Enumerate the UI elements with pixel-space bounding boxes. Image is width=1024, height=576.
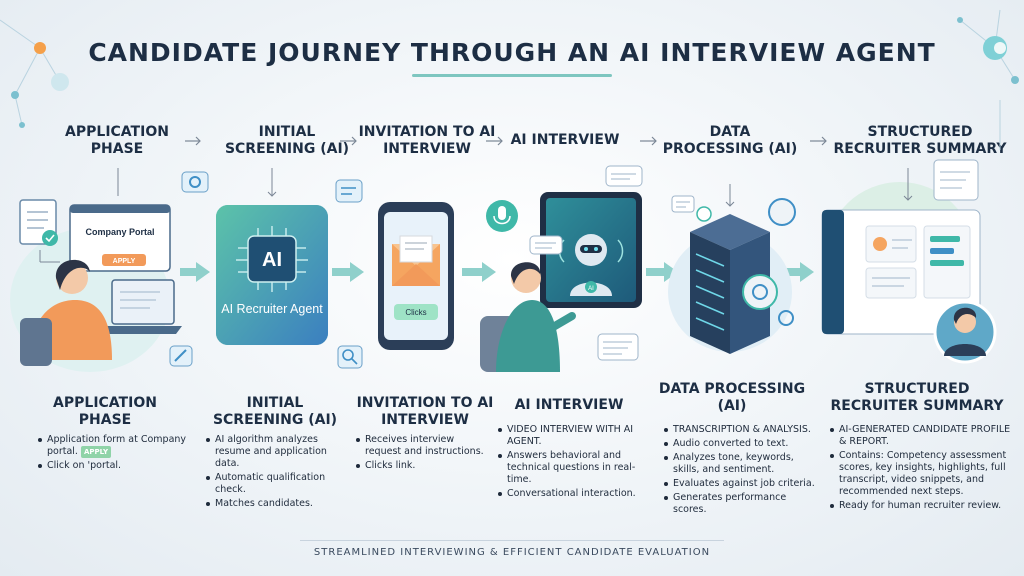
bullet-item: TRANSCRIPTION & ANALYSIS. [664, 424, 816, 436]
stage-head-data-processing: DATA PROCESSING (AI) [662, 124, 798, 157]
clicks-button [394, 304, 438, 320]
bullet-item: Matches candidates. [206, 498, 346, 510]
check-icon [42, 230, 58, 246]
bullet-item: Click on 'portal. [38, 460, 188, 472]
doc-bubble [671, 195, 695, 213]
chat-icon [335, 179, 363, 203]
brain-icon [768, 198, 796, 226]
bullet-item: Receives interview request and instructi… [356, 434, 486, 458]
stage-title-invitation: INVITATION TO AI INTERVIEW [356, 395, 494, 428]
apply-button [102, 254, 146, 266]
stage-title-summary: STRUCTURED RECRUITER SUMMARY [830, 381, 1004, 414]
speech-bubble-left [529, 235, 563, 255]
stage-title-screening: INITIAL SCREENING (AI) [212, 395, 338, 428]
bullet-item: Answers behavioral and technical questio… [498, 450, 646, 486]
apply-tag: APPLY [80, 446, 112, 458]
speech-bubble-top [605, 165, 643, 187]
bullet-item: Conversational interaction. [498, 488, 646, 500]
bullet-item: Contains: Competency assessment scores, … [830, 450, 1016, 498]
chair [20, 318, 52, 366]
stage-head-invitation: INVITATION TO AI INTERVIEW [358, 124, 496, 157]
bullet-item: AI algorithm analyzes resume and applica… [206, 434, 346, 470]
bullets-application: Application form at Company portal.APPLY… [38, 434, 188, 474]
bullet-item: Application form at Company portal.APPLY [38, 434, 188, 458]
stage-head-screening: INITIAL SCREENING (AI) [224, 124, 350, 157]
profile-card [865, 225, 917, 263]
footer-divider [300, 540, 724, 541]
magnifier-icon [337, 345, 363, 369]
title-underline [412, 74, 612, 77]
ai-chip-label: AI [262, 249, 282, 271]
clicks-button-label: Clicks [405, 308, 426, 317]
bullet-item: Ready for human recruiter review. [830, 500, 1016, 512]
bullet-item: Generates performance scores. [664, 492, 816, 516]
bullet-item: Audio converted to text. [664, 438, 816, 450]
gear-icon [181, 171, 209, 193]
apply-button-label: APPLY [113, 258, 136, 265]
stage-title-ai-interview: AI INTERVIEW [514, 397, 624, 413]
bullet-item: AI-GENERATED CANDIDATE PROFILE & REPORT. [830, 424, 1016, 448]
ai-agent-label: AI Recruiter Agent [221, 302, 323, 316]
brain-gear-icon [742, 274, 778, 310]
stage-title-data-processing: DATA PROCESSING (AI) [658, 381, 806, 414]
bullets-invitation: Receives interview request and instructi… [356, 434, 486, 474]
bullets-ai-interview: VIDEO INTERVIEW WITH AI AGENT. Answers b… [498, 424, 646, 502]
small-gear-icon [778, 310, 794, 326]
speech-bubble-bottom [597, 333, 639, 361]
page-title: CANDIDATE JOURNEY THROUGH AN AI INTERVIE… [88, 38, 936, 67]
laptop-screen [111, 279, 175, 325]
stage-head-ai-interview: AI INTERVIEW [510, 132, 620, 148]
stage-head-application: APPLICATION PHASE [65, 124, 169, 157]
stage-head-summary: STRUCTURED RECRUITER SUMMARY [833, 124, 1007, 157]
bullet-item: VIDEO INTERVIEW WITH AI AGENT. [498, 424, 646, 448]
interviewee-figure [496, 300, 560, 372]
ai-chip-icon [247, 235, 297, 283]
robot-chip-label: AI [588, 286, 594, 292]
settings-icon [696, 206, 712, 222]
stage-title-application: APPLICATION PHASE [53, 395, 157, 428]
portal-label: Company Portal [85, 227, 154, 237]
bullet-item: Evaluates against job criteria. [664, 478, 816, 490]
bullets-data-processing: TRANSCRIPTION & ANALYSIS. Audio converte… [664, 424, 816, 518]
bullet-item: Clicks link. [356, 460, 486, 472]
footer-tagline: STREAMLINED INTERVIEWING & EFFICIENT CAN… [313, 547, 711, 558]
bullet-item: Analyzes tone, keywords, skills, and sen… [664, 452, 816, 476]
bullet-item: Automatic qualification check. [206, 472, 346, 496]
bullets-summary: AI-GENERATED CANDIDATE PROFILE & REPORT.… [830, 424, 1016, 514]
network-decoration-left [0, 19, 61, 126]
bullets-screening: AI algorithm analyzes resume and applica… [206, 434, 346, 512]
